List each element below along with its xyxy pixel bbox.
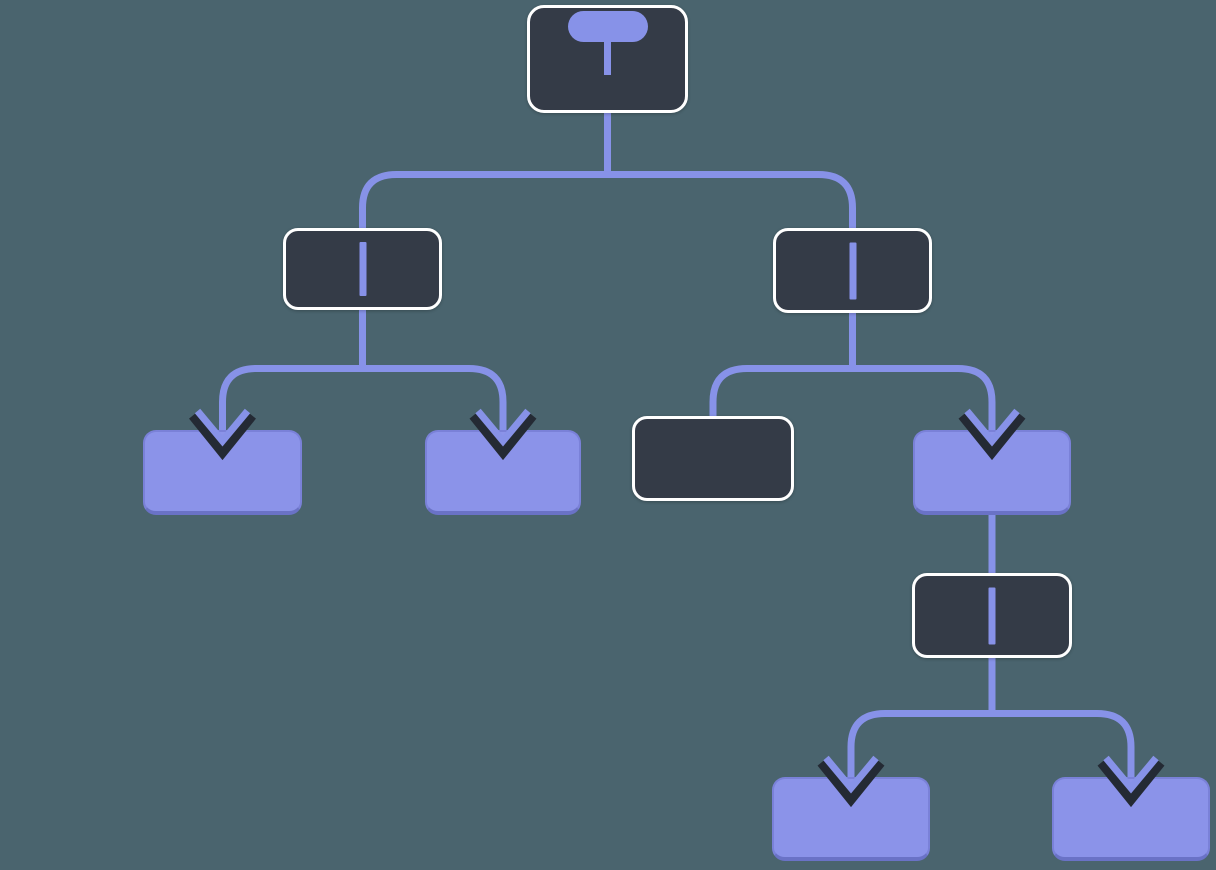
- vertical-bar-icon: [359, 242, 366, 296]
- leaf-node-mid-left[interactable]: [425, 430, 581, 515]
- pill-shape: [567, 10, 648, 42]
- root-node[interactable]: [527, 5, 688, 113]
- empty-dark-node[interactable]: [632, 416, 794, 501]
- leaf-node-bottom-left[interactable]: [772, 777, 930, 861]
- vertical-bar-icon: [988, 587, 996, 644]
- leaf-node-bottom-right[interactable]: [1052, 777, 1210, 861]
- branch-node-left[interactable]: [283, 228, 442, 310]
- leaf-node-far-left[interactable]: [143, 430, 302, 515]
- vertical-bar-icon: [849, 242, 856, 299]
- branch-node-right[interactable]: [773, 228, 932, 313]
- root-pill-icon: [567, 10, 648, 75]
- pill-stem: [604, 41, 611, 75]
- branch-node-lower[interactable]: [912, 573, 1072, 658]
- purple-node-right[interactable]: [913, 430, 1071, 515]
